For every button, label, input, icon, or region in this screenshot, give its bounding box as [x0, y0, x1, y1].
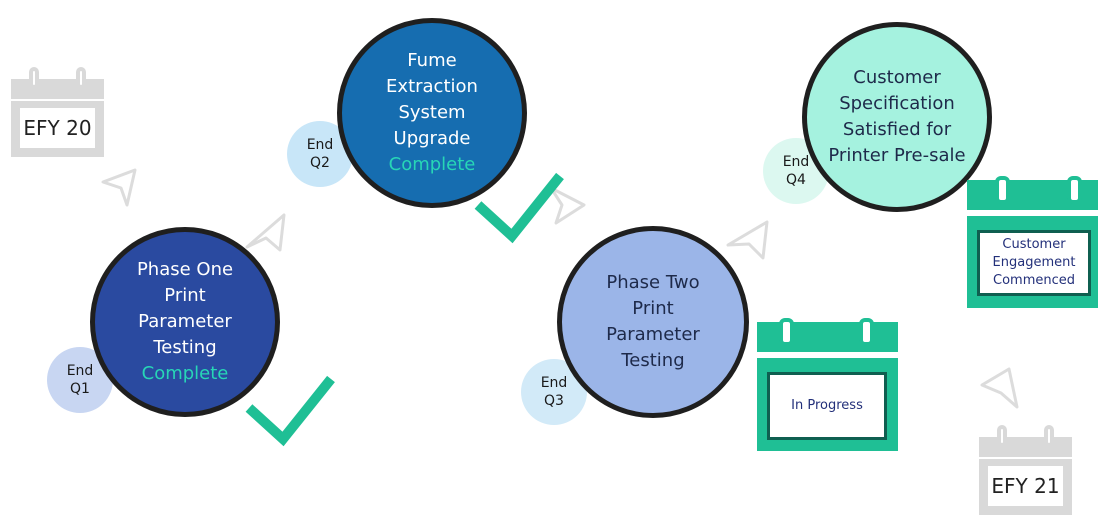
milestone-title: Phase Two Print Parameter Testing — [606, 272, 700, 371]
navigation-arrow-icon — [101, 168, 137, 207]
calendar-ring-icon — [779, 318, 794, 346]
milestone-q4-circle: Customer Specification Satisfied for Pri… — [802, 22, 992, 212]
navigation-arrow-icon — [980, 367, 1019, 409]
calendar-ring-icon — [29, 67, 39, 89]
calendar-in-progress: In Progress — [757, 318, 898, 451]
checkmark-icon — [474, 172, 564, 244]
milestone-title: Phase One Print Parameter Testing — [136, 259, 234, 358]
badge-line1: End — [306, 137, 334, 153]
checkmark-icon — [245, 375, 335, 447]
milestone-q1-circle: Phase One Print Parameter Testing Comple… — [90, 227, 280, 417]
milestone-status: Complete — [388, 154, 476, 175]
calendar-label: Customer Engagement Commenced — [977, 230, 1091, 296]
calendar-efy20: EFY 20 — [11, 67, 104, 157]
calendar-efy21: EFY 21 — [979, 425, 1072, 515]
badge-line2: Q4 — [786, 172, 806, 188]
navigation-arrow-icon — [549, 186, 586, 225]
badge-line1: End — [540, 375, 568, 391]
badge-line2: Q2 — [310, 155, 330, 171]
badge-line1: End — [66, 363, 94, 379]
calendar-label: In Progress — [767, 372, 887, 440]
milestone-title: Customer Specification Satisfied for Pri… — [828, 67, 966, 166]
calendar-label: EFY 20 — [17, 105, 98, 151]
calendar-label: EFY 21 — [985, 463, 1066, 509]
calendar-ring-icon — [995, 176, 1010, 204]
milestone-q2-circle: Fume Extraction System Upgrade Complete — [337, 18, 527, 208]
calendar-ring-icon — [1067, 176, 1082, 204]
calendar-ring-icon — [76, 67, 86, 89]
calendar-ring-icon — [1044, 425, 1054, 447]
milestone-q3-circle: Phase Two Print Parameter Testing — [557, 226, 749, 418]
milestone-title: Fume Extraction System Upgrade — [386, 50, 478, 149]
badge-line2: Q3 — [544, 393, 564, 409]
calendar-ring-icon — [997, 425, 1007, 447]
navigation-arrow-icon — [245, 213, 286, 252]
navigation-arrow-icon — [726, 220, 769, 260]
badge-line1: End — [782, 154, 810, 170]
milestone-status: Complete — [141, 363, 229, 384]
calendar-ring-icon — [859, 318, 874, 346]
badge-line2: Q1 — [70, 381, 90, 397]
calendar-customer-engagement: Customer Engagement Commenced — [967, 176, 1098, 308]
